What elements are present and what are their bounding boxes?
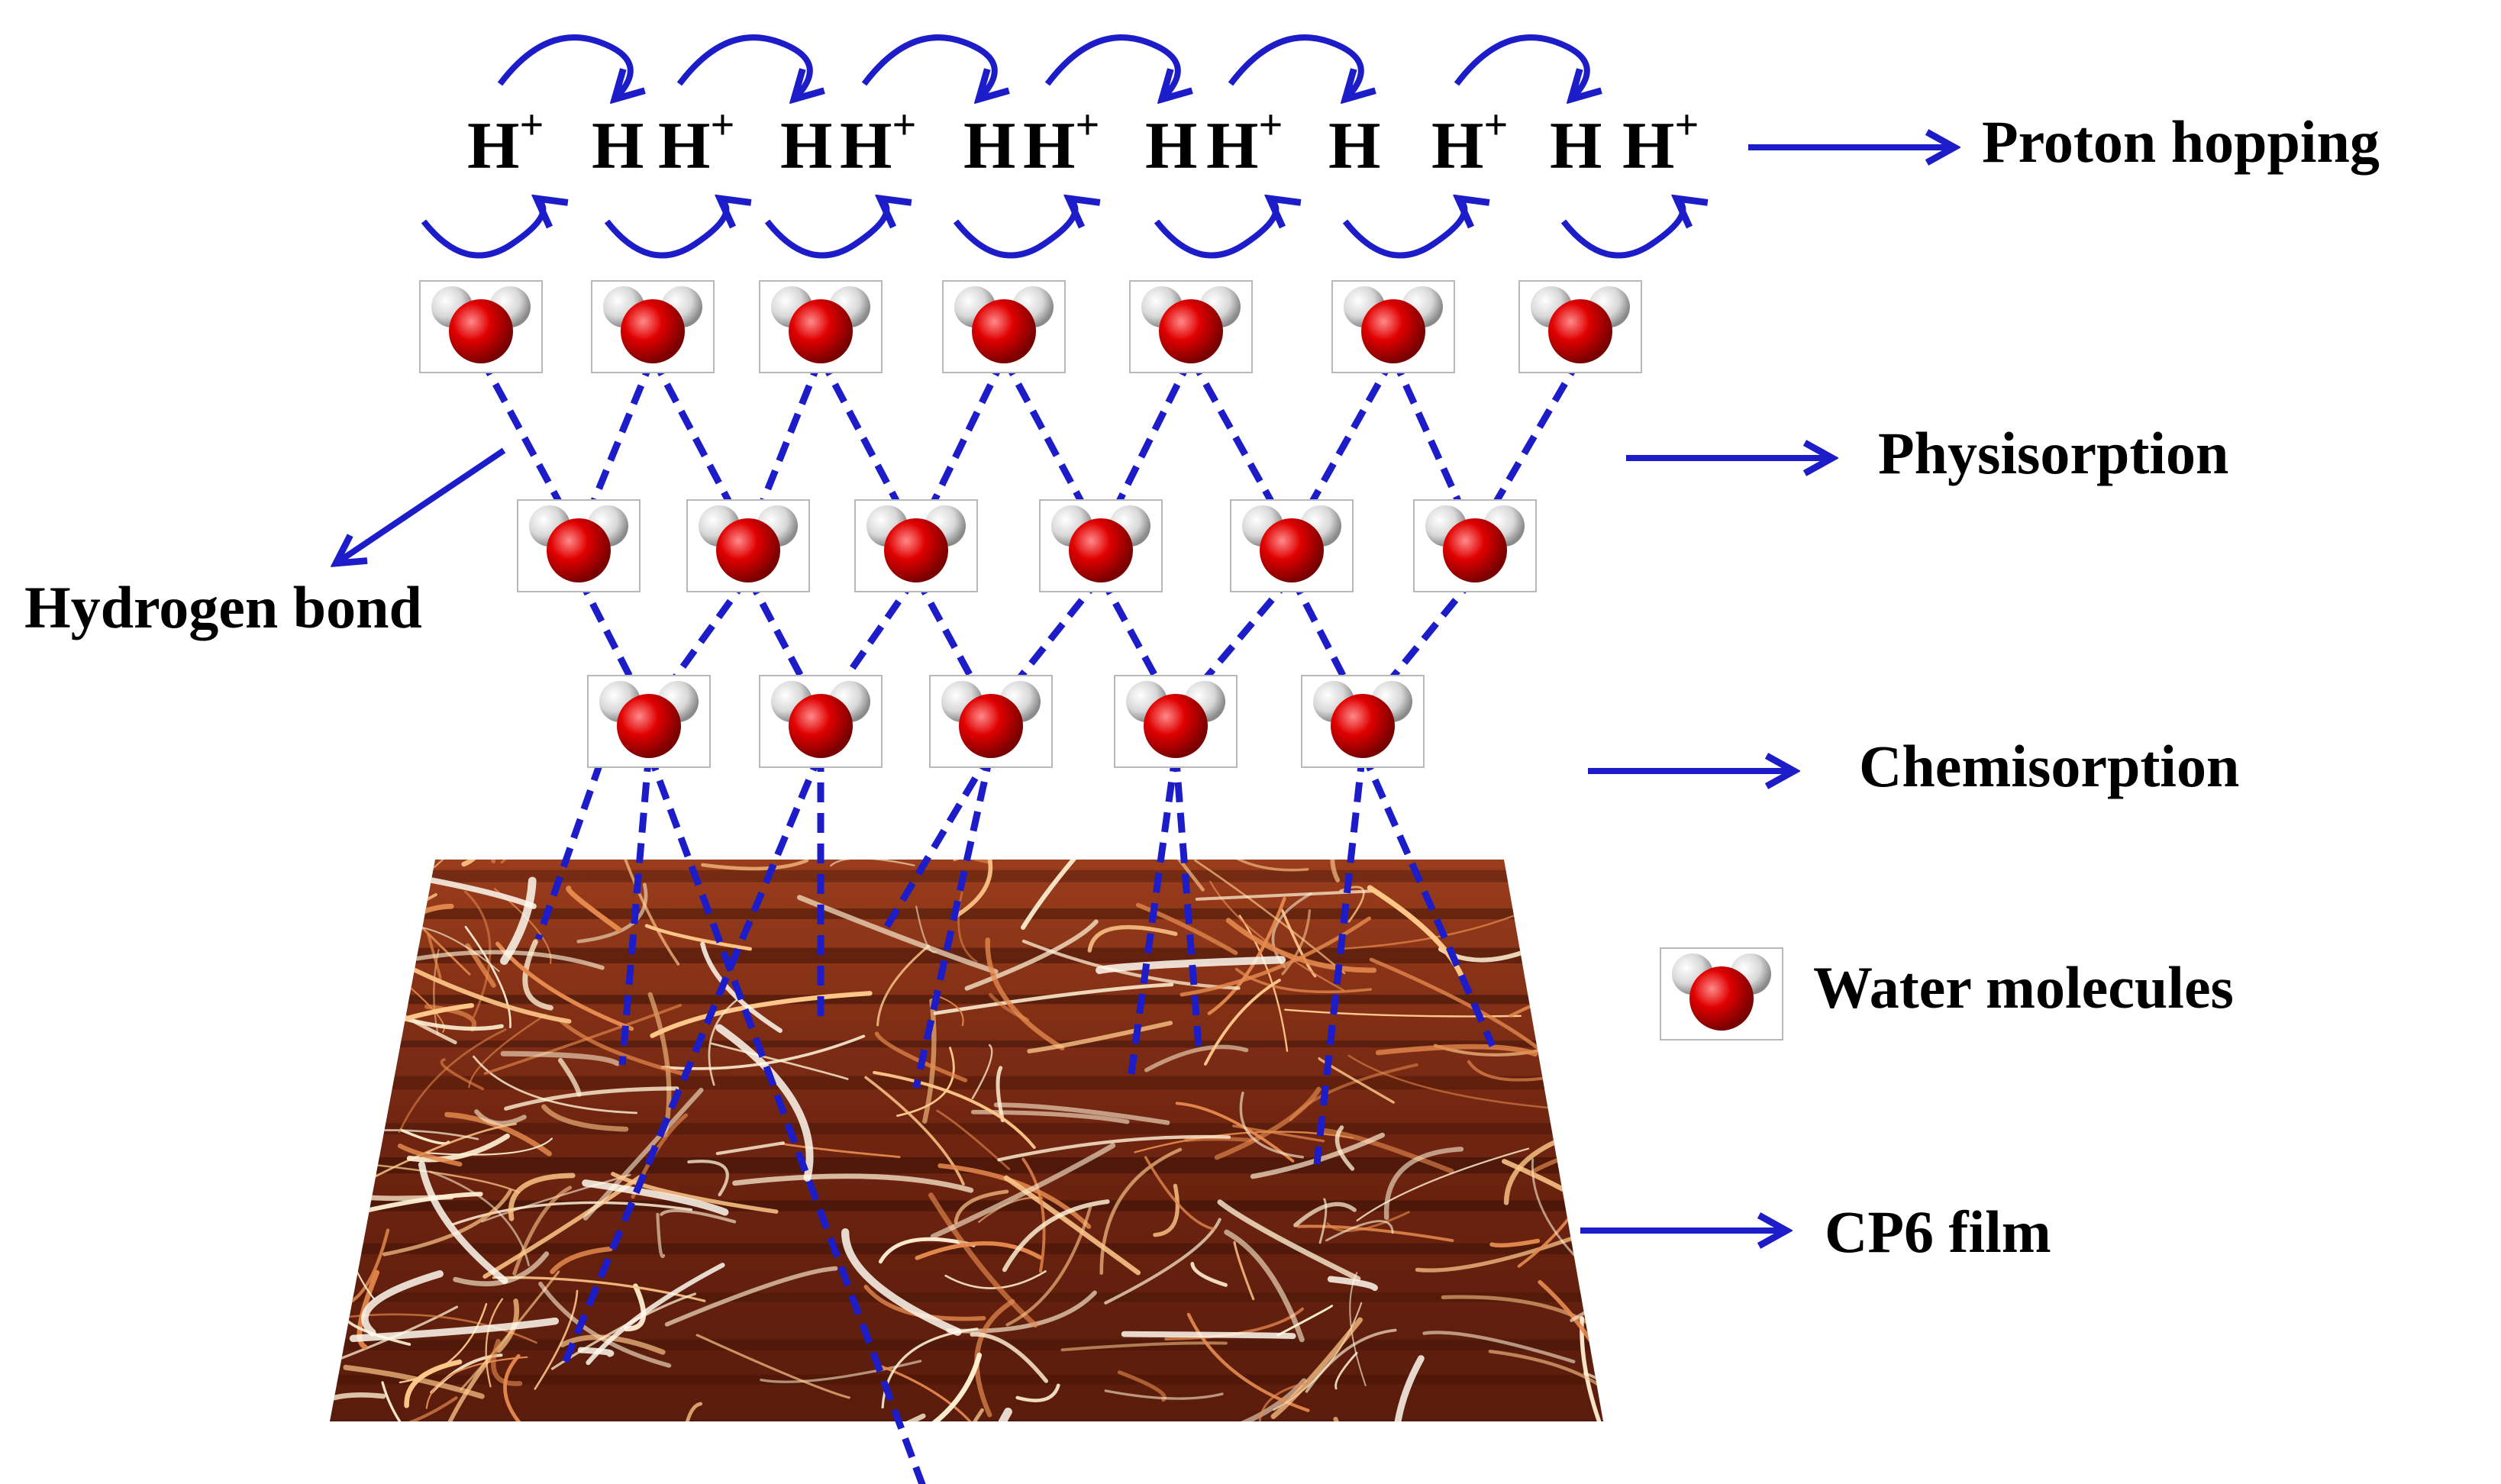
- water-molecule-icon: [854, 499, 978, 592]
- proton-hop-arc-upper: [1044, 34, 1178, 99]
- hydrogen-bond-line: [1472, 355, 1583, 540]
- physisorption-callout: Physisorption: [1626, 420, 2228, 486]
- proton-label: H+: [1023, 102, 1099, 183]
- proton-hop-arc-lower: [604, 198, 726, 259]
- proton-label: H+: [658, 102, 734, 183]
- proton-label: H+: [840, 102, 916, 183]
- proton-hop-arc-lower: [1560, 198, 1683, 259]
- water-molecule-icon: [929, 675, 1053, 768]
- water-molecule-icon: [1129, 280, 1253, 373]
- hydrogen-bond-callout: Hydrogen bond: [24, 447, 506, 640]
- proton-label: H+: [1622, 102, 1699, 183]
- water-molecule-icon: [1331, 280, 1455, 373]
- diagonal-arrow-icon: [336, 447, 506, 563]
- water-molecule-icon: [591, 280, 715, 373]
- physisorption-label: Physisorption: [1878, 420, 2228, 486]
- water-molecule-icon: [517, 499, 641, 592]
- hydrogen-label: H: [592, 109, 644, 183]
- cp6-film-label: CP6 film: [1825, 1198, 2051, 1265]
- water-molecule-icon: [1518, 280, 1642, 373]
- water-molecule-icon: [1660, 947, 1783, 1040]
- water-molecule-icon: [1660, 947, 1783, 1040]
- proton-hop-arcs: [421, 34, 1683, 259]
- proton-hopping-callout: Proton hopping: [1748, 108, 2380, 175]
- water-molecule-icon: [759, 280, 883, 373]
- water-molecules-label: Water molecules: [1813, 954, 2234, 1021]
- proton-hop-arc-upper: [1228, 34, 1361, 99]
- water-molecule-icon: [686, 499, 810, 592]
- proton-hop-arc-lower: [1154, 198, 1276, 259]
- water-molecule-layers: [419, 280, 1642, 768]
- hydrogen-label: H: [780, 109, 832, 183]
- water-molecule-icon: [759, 675, 883, 768]
- water-molecule-icon: [1114, 675, 1238, 768]
- proton-hop-arc-upper: [1454, 34, 1587, 99]
- hydrogen-label: H: [1328, 109, 1380, 183]
- hydrogen-bond-line: [1188, 355, 1295, 540]
- proton-hop-arc-upper: [676, 34, 810, 99]
- cp6-film: [330, 860, 1603, 1421]
- water-molecule-icon: [1413, 499, 1537, 592]
- proton-hop-arc-lower: [953, 198, 1075, 259]
- water-molecules-legend: Water molecules: [1660, 947, 2234, 1040]
- water-molecule-icon: [1039, 499, 1163, 592]
- hydrogen-label: H: [963, 109, 1015, 183]
- cp6-film-callout: CP6 film: [1580, 1198, 2051, 1265]
- hydrogen-bond-line: [1126, 751, 1180, 1085]
- water-molecule-icon: [1230, 499, 1354, 592]
- proton-hop-arc-lower: [764, 198, 886, 259]
- proton-hop-arc-lower: [421, 198, 543, 259]
- proton-hop-arc-lower: [1342, 198, 1464, 259]
- hydrogen-bond-line: [645, 750, 926, 1484]
- hydrogen-bond-line: [1359, 750, 1496, 1047]
- water-molecule-icon: [587, 675, 711, 768]
- hydrogen-label: H: [1145, 109, 1197, 183]
- hydrogen-bond-label: Hydrogen bond: [24, 574, 422, 640]
- water-molecule-icon: [419, 280, 543, 373]
- water-molecule-icon: [942, 280, 1066, 373]
- chemisorption-callout: Chemisorption: [1588, 733, 2239, 799]
- hydrogen-label: H: [1550, 109, 1602, 183]
- proton-hop-arc-upper: [861, 34, 995, 99]
- proton-label: H+: [467, 102, 544, 183]
- proton-label: H+: [1206, 102, 1283, 183]
- hydrogen-bond-line: [1289, 355, 1396, 540]
- proton-hopping-label: Proton hopping: [1982, 108, 2380, 175]
- water-molecule-icon: [1301, 675, 1425, 768]
- hydrogen-bond-line: [879, 750, 994, 937]
- hydrogen-bond-line: [912, 751, 995, 1089]
- proton-hop-arc-upper: [497, 34, 631, 99]
- hydrogen-bond-line: [618, 751, 653, 1066]
- hydrogen-bond-line: [561, 750, 825, 1364]
- hydrogen-bond-line: [1172, 751, 1202, 1047]
- hydrogen-bond-line: [1313, 751, 1367, 1165]
- chemisorption-label: Chemisorption: [1859, 733, 2239, 799]
- proton-label: H+: [1431, 102, 1508, 183]
